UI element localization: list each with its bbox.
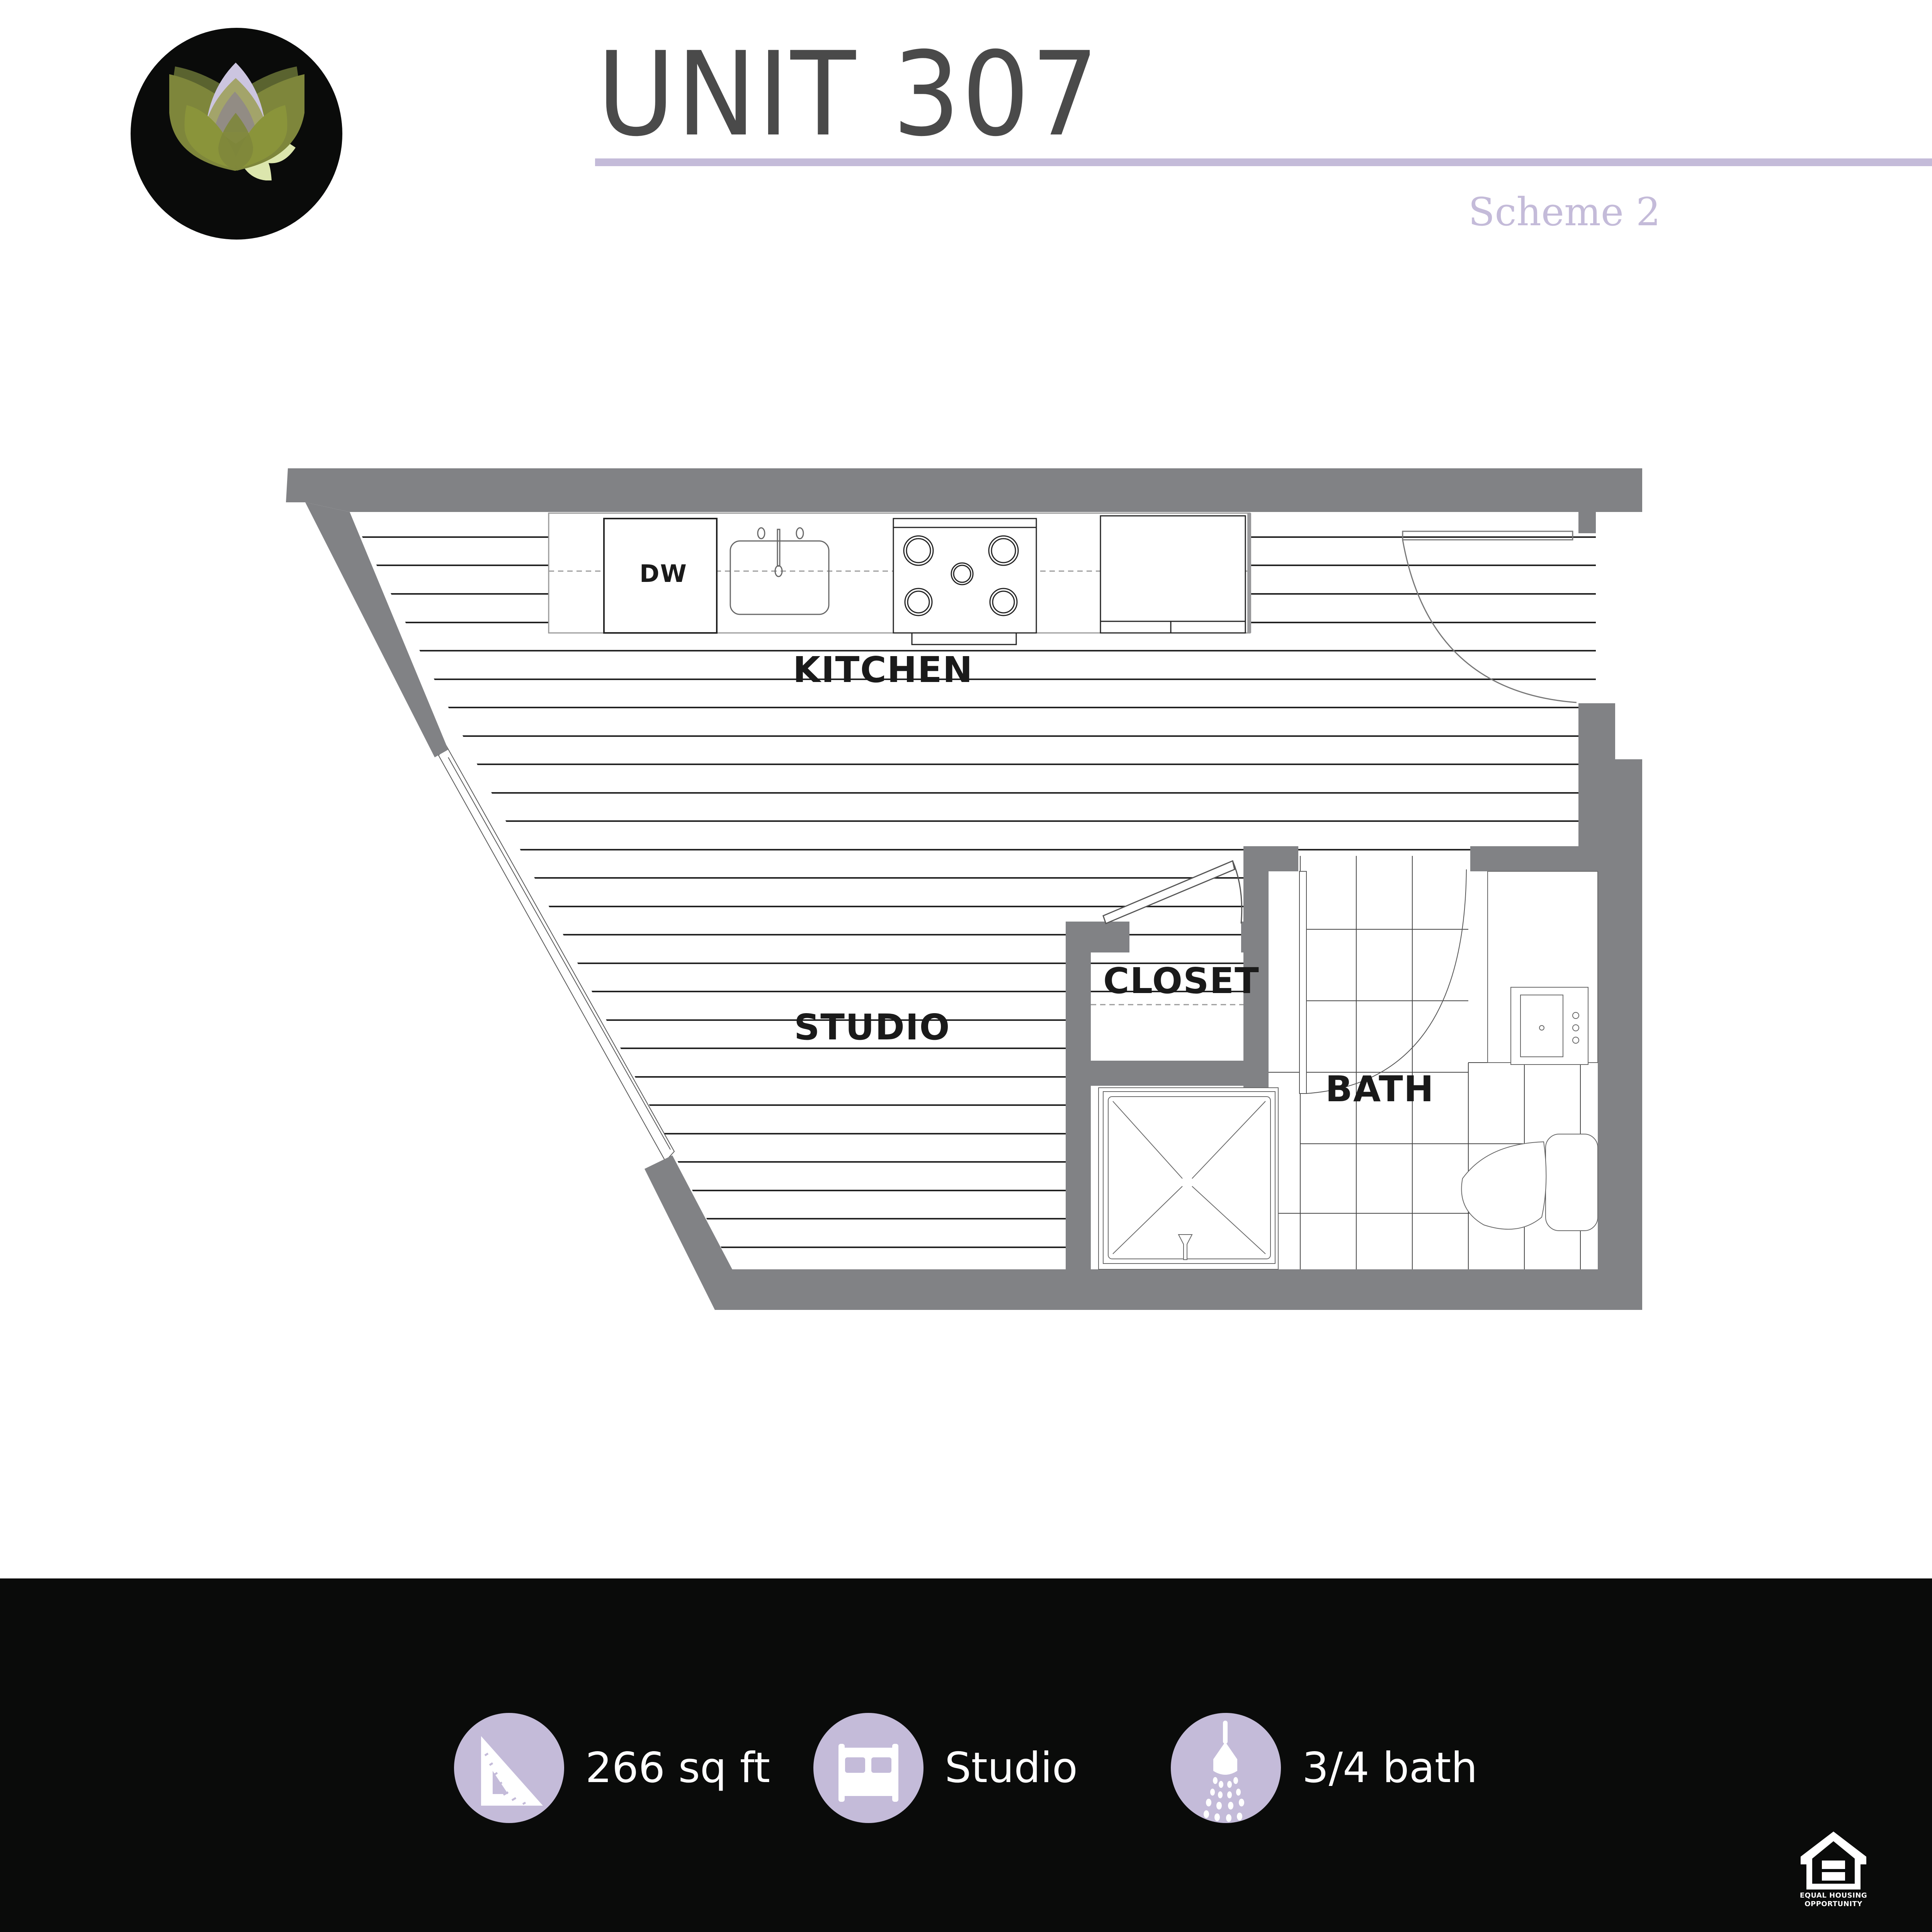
floor-planks [350,536,1598,1248]
artichoke-logo [131,28,342,240]
floor-plan-drawing [286,468,1642,1310]
equal-housing-icon [1801,1832,1866,1889]
stat-bathroom: 3/4 bath [1171,1712,1478,1824]
window [438,745,675,1162]
equal-housing-text-line1: EQUAL HOUSING [1799,1891,1867,1900]
kitchen-sink [730,527,830,615]
stat-bedroom: Studio [813,1712,1078,1824]
equal-housing-logo: EQUAL HOUSING OPPORTUNITY [1795,1830,1872,1908]
room-label-closet: CLOSET [1103,960,1260,1002]
unit-title: UNIT 307 [597,27,1100,162]
bedroom-type-text: Studio [945,1743,1078,1792]
vanity-sink [1487,871,1598,1065]
entry-door[interactable] [1402,531,1577,703]
toilet [1461,1134,1598,1231]
room-label-dw: DW [639,560,687,588]
scheme-label: Scheme 2 [1468,189,1661,235]
triangle-ruler-icon [454,1713,564,1823]
range-5-burner [893,518,1037,645]
equal-housing-text-line2: OPPORTUNITY [1804,1900,1862,1908]
dishwasher [603,518,718,634]
stat-square-footage: 266 sq ft [454,1712,770,1824]
closet-door[interactable] [1102,860,1243,925]
artichoke-logo-icon [169,63,304,180]
room-label-studio: STUDIO [794,1007,951,1048]
refrigerator [1100,513,1251,634]
bathroom-text: 3/4 bath [1302,1743,1478,1792]
bed-icon [813,1713,923,1823]
square-footage-text: 266 sq ft [585,1743,770,1792]
info-bar: 266 sq ft Studio [0,1578,1932,1932]
title-underline [595,158,1932,166]
floor-plan: DW KITCHEN STUDIO CLOSET BATH [286,468,1642,1310]
room-label-kitchen: KITCHEN [793,649,973,690]
shower-icon [1171,1713,1281,1823]
room-label-bath: BATH [1325,1068,1434,1110]
bath-door[interactable] [1299,869,1467,1094]
walls [286,468,1642,1310]
shower [1098,1087,1279,1270]
